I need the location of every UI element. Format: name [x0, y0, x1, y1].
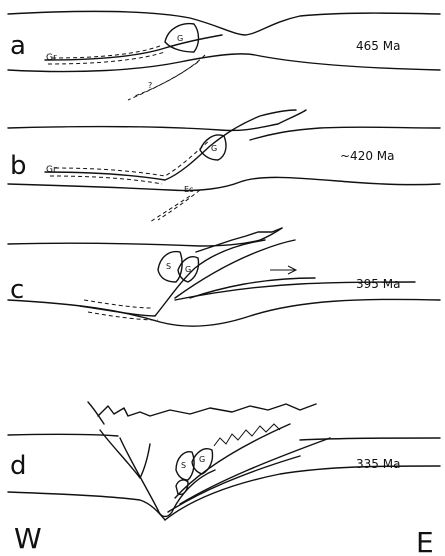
panel-a-subduction-dashed	[128, 55, 205, 100]
panel-a-unit-question: ?	[148, 81, 152, 90]
panel-c-lower-boundary	[8, 299, 440, 326]
east-label: E	[416, 526, 434, 556]
panel-b-slab	[45, 110, 296, 180]
panel-a-letter: a	[10, 31, 26, 61]
panel-b-slab-dashed	[50, 140, 210, 184]
panel-c-letter: c	[10, 275, 24, 305]
panel-b-letter: b	[10, 151, 27, 181]
panel-d-unit-s: S	[181, 461, 186, 470]
panel-d-upper-left	[8, 434, 118, 436]
panel-b-upper-surface	[8, 110, 306, 130]
panel-d-upper-right	[300, 438, 440, 440]
panel-a-unit-gr: Gr	[46, 53, 57, 63]
panel-a: a Gr G ? 465 Ma	[8, 11, 440, 100]
panel-b-subduction-dashed	[150, 190, 200, 222]
panel-d-sawtooth	[214, 424, 280, 446]
panel-d-lower-left	[8, 492, 165, 520]
panel-a-age: 465 Ma	[356, 39, 400, 53]
panel-b-unit-gr: Gr	[46, 165, 57, 175]
panel-c-sediment-wedge	[196, 228, 282, 252]
panel-a-unit-g: G	[177, 34, 183, 43]
panel-a-slab-dashed	[48, 46, 165, 64]
panel-a-lower-boundary	[8, 54, 440, 72]
panel-b-age: ~420 Ma	[340, 149, 394, 163]
panel-d-orogen-outline	[98, 404, 316, 416]
panel-c-arrow	[270, 266, 296, 274]
west-label: W	[14, 522, 42, 555]
panel-d-left-fold	[88, 402, 150, 478]
panel-b-right-surface	[250, 127, 440, 140]
panel-b-lower-boundary	[8, 177, 440, 190]
panel-d: d S G 335 Ma	[8, 402, 440, 520]
panel-c: c S G 395 Ma	[8, 228, 440, 326]
panel-d-age: 335 Ma	[356, 457, 400, 471]
panel-a-upper-surface	[8, 11, 440, 35]
panel-b-unit-g: G	[211, 144, 217, 153]
panel-d-unit-g: G	[199, 455, 205, 464]
panel-c-age: 395 Ma	[356, 277, 400, 291]
panel-a-slab-top	[45, 35, 222, 60]
panel-b-unit-ec: Ec	[184, 185, 193, 194]
panel-c-unit-s: S	[166, 262, 171, 271]
panel-c-slab-dashed	[84, 300, 158, 320]
panel-d-letter: d	[10, 451, 27, 481]
panel-d-root	[120, 438, 215, 516]
panel-b: b Gr G Ec ~420 Ma	[8, 110, 440, 222]
panel-c-unit-g: G	[185, 265, 191, 274]
